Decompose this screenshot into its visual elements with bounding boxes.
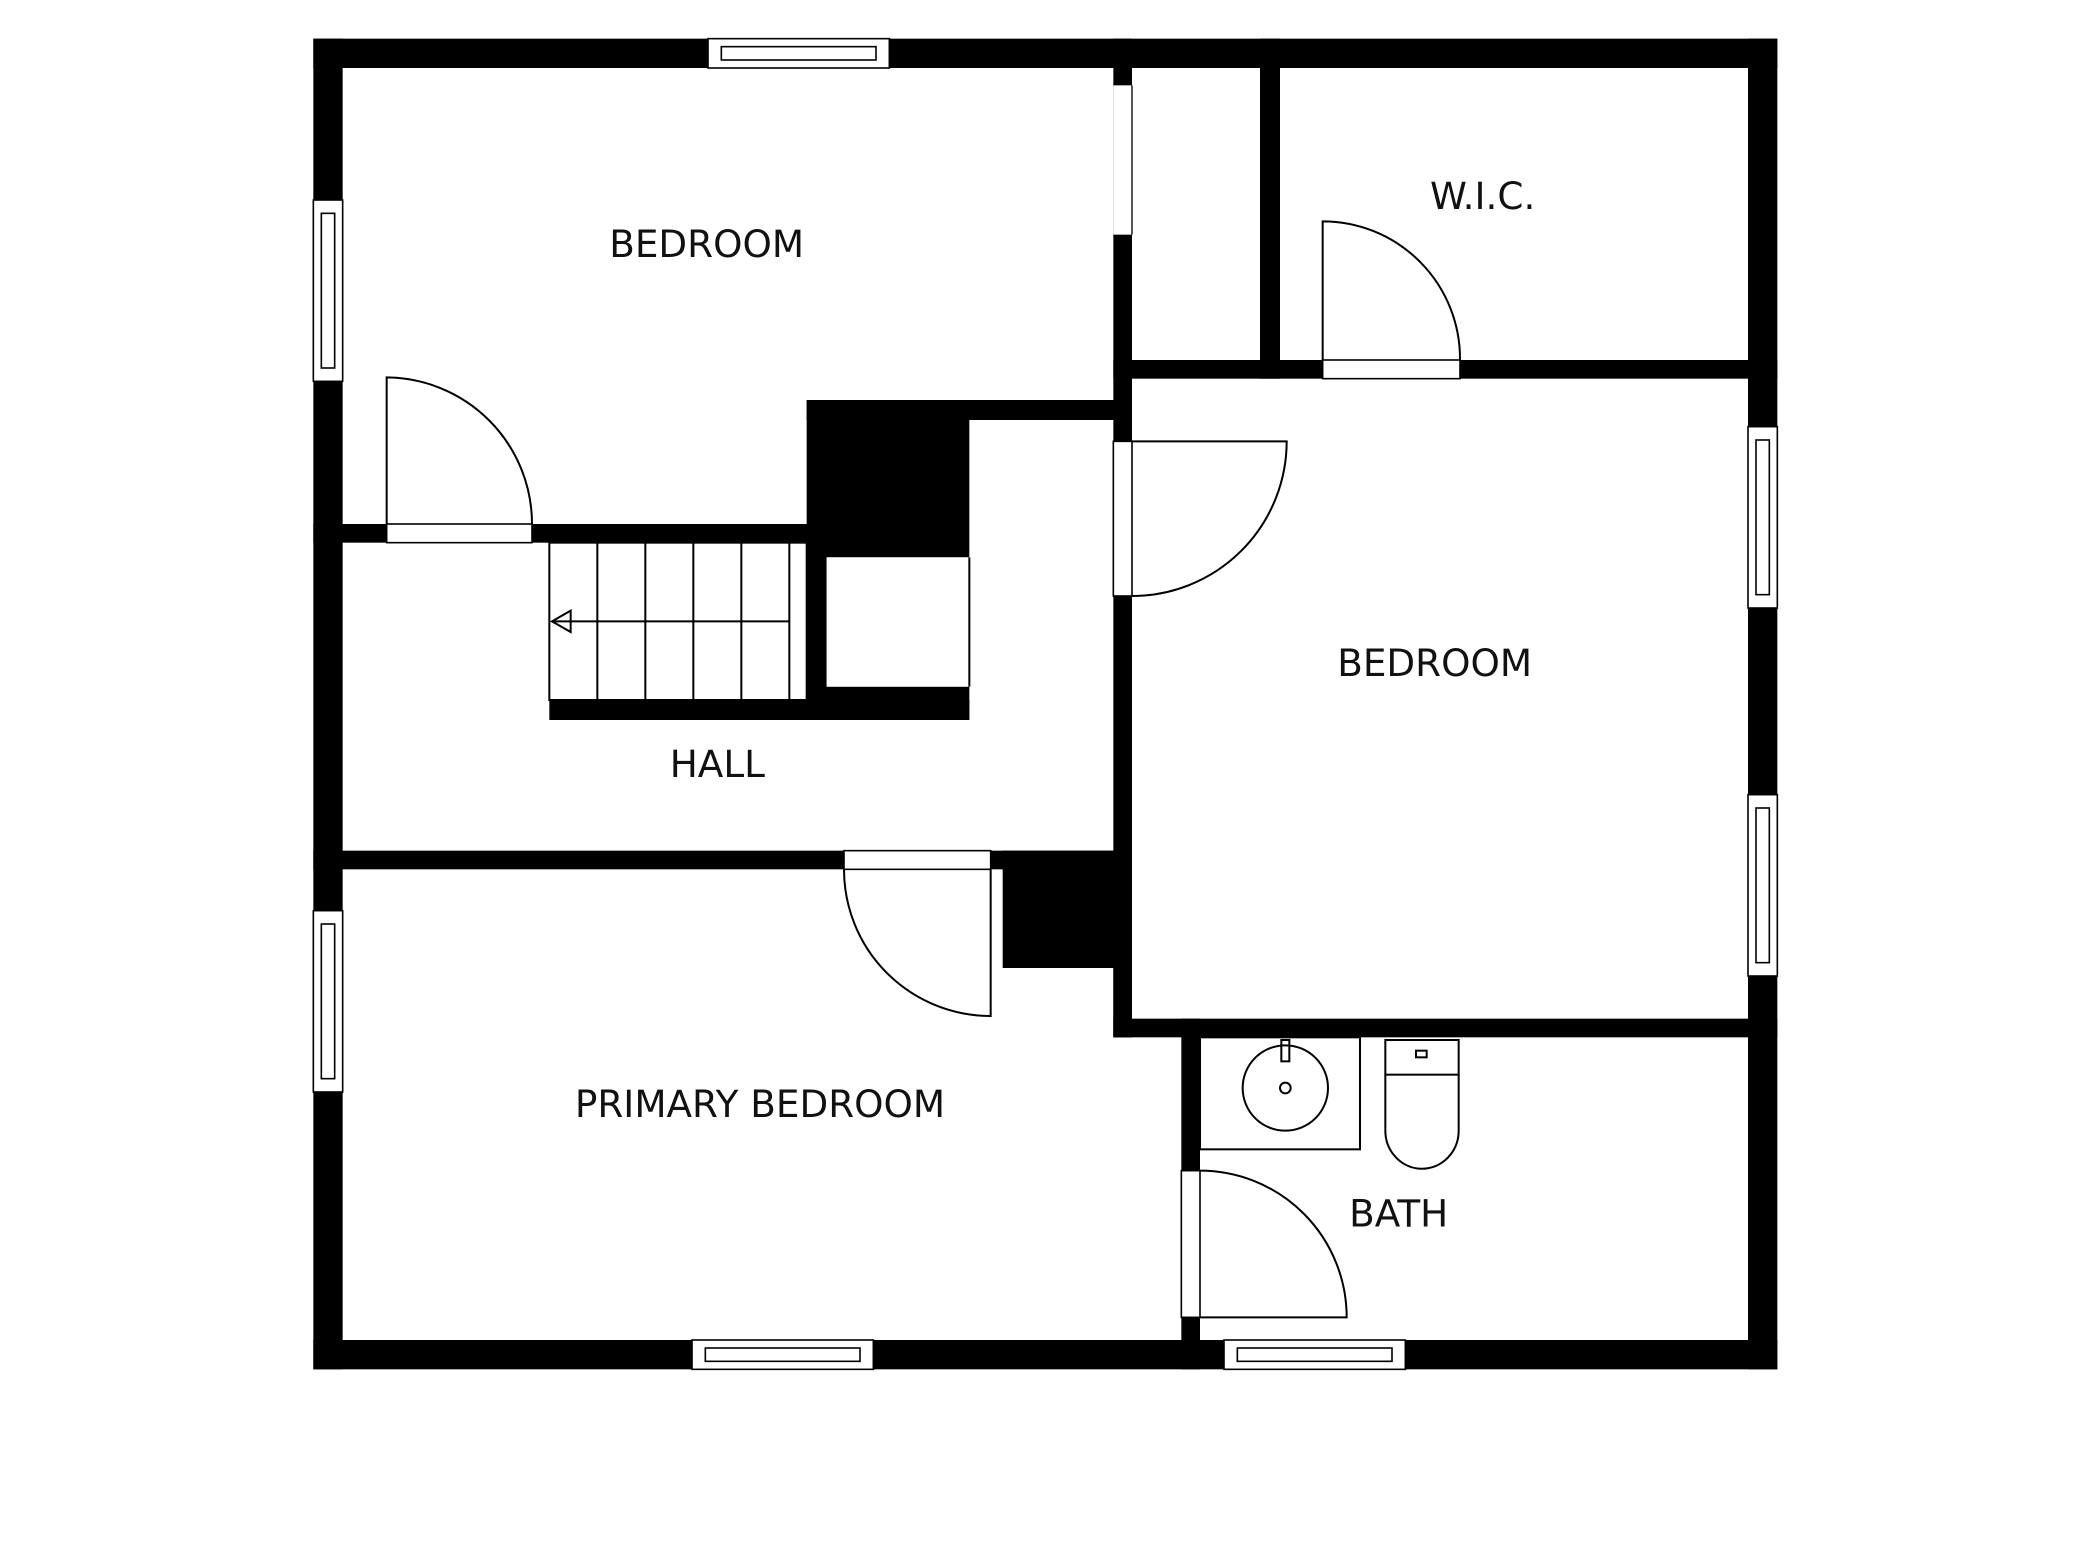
closet-left-wall (806, 542, 827, 720)
door-swing-primary (843, 869, 992, 1018)
window-inner (320, 212, 336, 369)
wall-wic-left (1260, 38, 1280, 379)
window-inner (720, 45, 877, 61)
wall-bottom (313, 1340, 1778, 1370)
room-label-primary-bedroom: PRIMARY BEDROOM (575, 1082, 945, 1126)
toilet-icon (1384, 1074, 1460, 1170)
room-label-wic: W.I.C. (1430, 174, 1535, 218)
door-gap-bath (1180, 1169, 1201, 1319)
door-gap-bedroom2 (1112, 440, 1133, 597)
wall-top (313, 38, 1778, 68)
window-inner (704, 1347, 861, 1363)
wall-corner (1113, 933, 1132, 1038)
wall-bedroom2-bottom (1113, 1018, 1778, 1038)
room-label-hall: HALL (670, 742, 765, 786)
window-inner (1755, 439, 1771, 596)
fixtures (1199, 1036, 1460, 1170)
closet-bottom-wall (806, 686, 970, 720)
toilet-button (1415, 1049, 1428, 1059)
door-swing-wic (1321, 220, 1462, 361)
sink-icon (1241, 1044, 1329, 1132)
door-swing-bedroom2 (1131, 440, 1288, 597)
stairs (548, 541, 808, 701)
faucet-icon (1280, 1038, 1291, 1063)
door-swing-bedroom1 (385, 376, 533, 525)
walls (313, 38, 1778, 1370)
door-gap-primary (843, 849, 992, 871)
door-swing-bath (1199, 1169, 1348, 1319)
window-inner (1755, 807, 1771, 964)
vanity (1199, 1036, 1361, 1151)
door-gap-bedroom1 (385, 523, 533, 544)
openings (385, 85, 1461, 1319)
room-labels: BEDROOM W.I.C. BEDROOM HALL PRIMARY BEDR… (575, 174, 1535, 1235)
toilet-tank (1384, 1039, 1460, 1076)
opening-center (1113, 85, 1132, 235)
stair-arrow-icon (549, 608, 572, 634)
window-inner (1236, 1347, 1393, 1363)
windows (312, 37, 1779, 1371)
chimney-block (806, 400, 970, 558)
wall-right (1748, 38, 1778, 1370)
door-gap-wic (1321, 359, 1461, 380)
window-inner (320, 923, 336, 1080)
closet-interior (826, 557, 970, 687)
dark-block (1002, 850, 1132, 968)
room-label-bath: BATH (1349, 1192, 1448, 1236)
doors (385, 220, 1462, 1319)
room-label-bedroom: BEDROOM (609, 222, 804, 266)
sink-drain (1279, 1081, 1292, 1095)
stair-outline (548, 541, 808, 701)
room-label-bedroom-2: BEDROOM (1337, 641, 1532, 685)
